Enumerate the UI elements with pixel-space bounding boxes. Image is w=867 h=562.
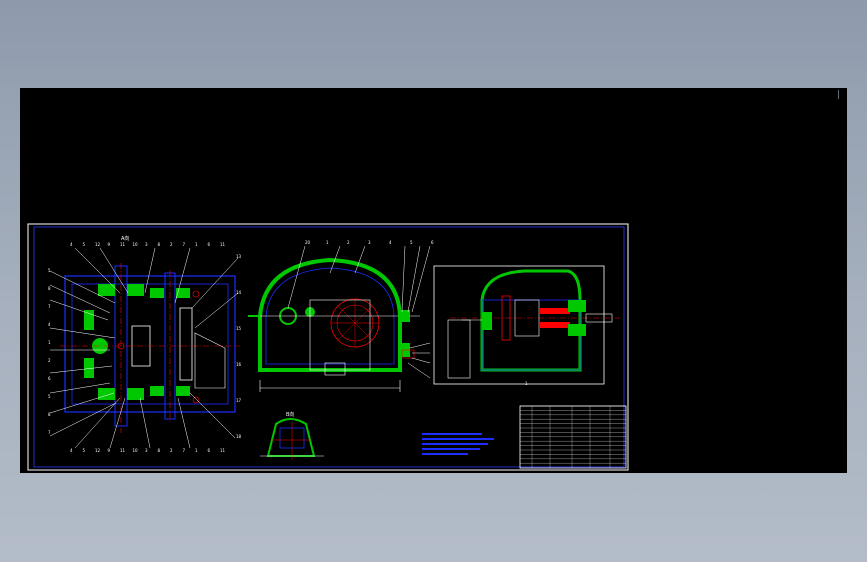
part-number-label: 15 (236, 326, 242, 331)
sheet-inner-frame (33, 226, 625, 468)
part-number-label: 11 (220, 448, 226, 453)
part-number-label: 11 (120, 242, 126, 247)
part-number-label: 5 (83, 448, 86, 453)
part-number-label: 10 (133, 242, 139, 247)
part-number-label: 8 (158, 242, 161, 247)
part-number-label: 12 (95, 242, 101, 247)
part-number-label: 2 (170, 448, 173, 453)
part-number-label: 7 (183, 448, 186, 453)
part-number-label: 3 (145, 242, 148, 247)
middle-view-gearbox-front (248, 245, 431, 392)
part-number-label: 3 (368, 240, 371, 245)
part-number-label: 5 (83, 242, 86, 247)
part-number-label: 4 (70, 448, 73, 453)
part-number-label: 7 (48, 304, 51, 309)
part-number-label: 18 (236, 434, 242, 439)
part-number-label: 2 (170, 242, 173, 247)
part-number-label: 8 (48, 412, 51, 417)
part-number-label: 1 (48, 340, 51, 345)
viewport-corner-mark: | (835, 90, 841, 100)
part-number-label: 6 (48, 376, 51, 381)
part-number-label: 11 (220, 242, 226, 247)
part-number-label: 6 (431, 240, 434, 245)
part-number-label: 11 (120, 448, 126, 453)
part-number-label: 8 (48, 286, 51, 291)
part-number-label: 16 (236, 362, 242, 367)
right-view-gearbox-section: 1 (433, 265, 620, 386)
part-number-label: 4 (70, 242, 73, 247)
part-number-label: 7 (48, 430, 51, 435)
part-number-label: 1 (195, 448, 198, 453)
part-number-label: 10 (133, 448, 139, 453)
part-number-label: 14 (236, 290, 242, 295)
svg-text:1: 1 (525, 381, 528, 386)
part-number-label: 12 (95, 448, 101, 453)
part-number-label: 2 (347, 240, 350, 245)
view-label-bottom-mid: B向 (286, 411, 294, 418)
part-number-label: 20 (305, 240, 311, 245)
technical-notes-block (422, 433, 494, 455)
parts-list-title-block (519, 405, 627, 469)
part-number-label: 13 (236, 254, 242, 259)
part-number-label: 5 (48, 394, 51, 399)
middle-view-part-numbers: 20 1 2 3 4 5 6 (305, 240, 434, 245)
part-number-label: 6 (208, 242, 211, 247)
part-number-label: 9 (108, 242, 111, 247)
part-number-label: 1 (195, 242, 198, 247)
part-number-label: 4 (48, 322, 51, 327)
view-label-top-left: A向 (121, 235, 129, 242)
part-number-label: 5 (410, 240, 413, 245)
part-number-label: 4 (389, 240, 392, 245)
sheet-outer-frame (27, 223, 629, 471)
part-number-label: 3 (145, 448, 148, 453)
bottom-view-detail (260, 418, 324, 460)
part-number-label: 17 (236, 398, 242, 403)
part-number-label: 2 (48, 358, 51, 363)
part-number-label: 9 (108, 448, 111, 453)
part-number-label: 5 (48, 268, 51, 273)
part-number-label: 8 (158, 448, 161, 453)
cad-viewport[interactable]: | (20, 88, 847, 473)
part-number-label: 7 (183, 242, 186, 247)
part-number-label: 6 (208, 448, 211, 453)
left-view-gearbox-plan (49, 247, 240, 449)
part-number-label: 1 (326, 240, 329, 245)
